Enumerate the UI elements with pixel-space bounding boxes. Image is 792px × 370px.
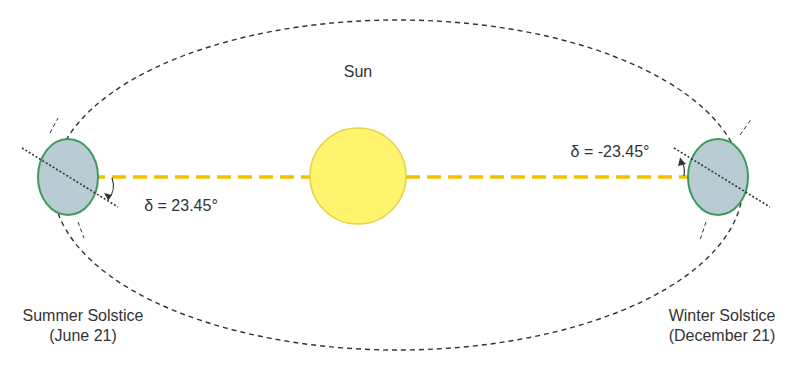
- axis-extension: [50, 118, 58, 133]
- axis-extension: [700, 222, 706, 240]
- axis-extension: [740, 118, 752, 135]
- axis-extension: [78, 222, 84, 238]
- angle-label: δ = 23.45°: [124, 196, 238, 216]
- angle-arrowhead: [104, 193, 112, 200]
- sun-circle: [310, 128, 406, 224]
- angle-arrowhead: [678, 158, 686, 166]
- earth-summer: [38, 139, 98, 215]
- angle-label: δ = -23.45°: [548, 142, 672, 162]
- solstice-label: Summer Solstice (June 21): [14, 306, 152, 346]
- earth-axis: [674, 148, 770, 207]
- orbit-ellipse: [53, 20, 743, 350]
- sun-label: Sun: [330, 62, 386, 82]
- solstice-label: Winter Solstice (December 21): [664, 306, 780, 346]
- earth-axis: [22, 148, 118, 207]
- earth-winter: [688, 139, 748, 215]
